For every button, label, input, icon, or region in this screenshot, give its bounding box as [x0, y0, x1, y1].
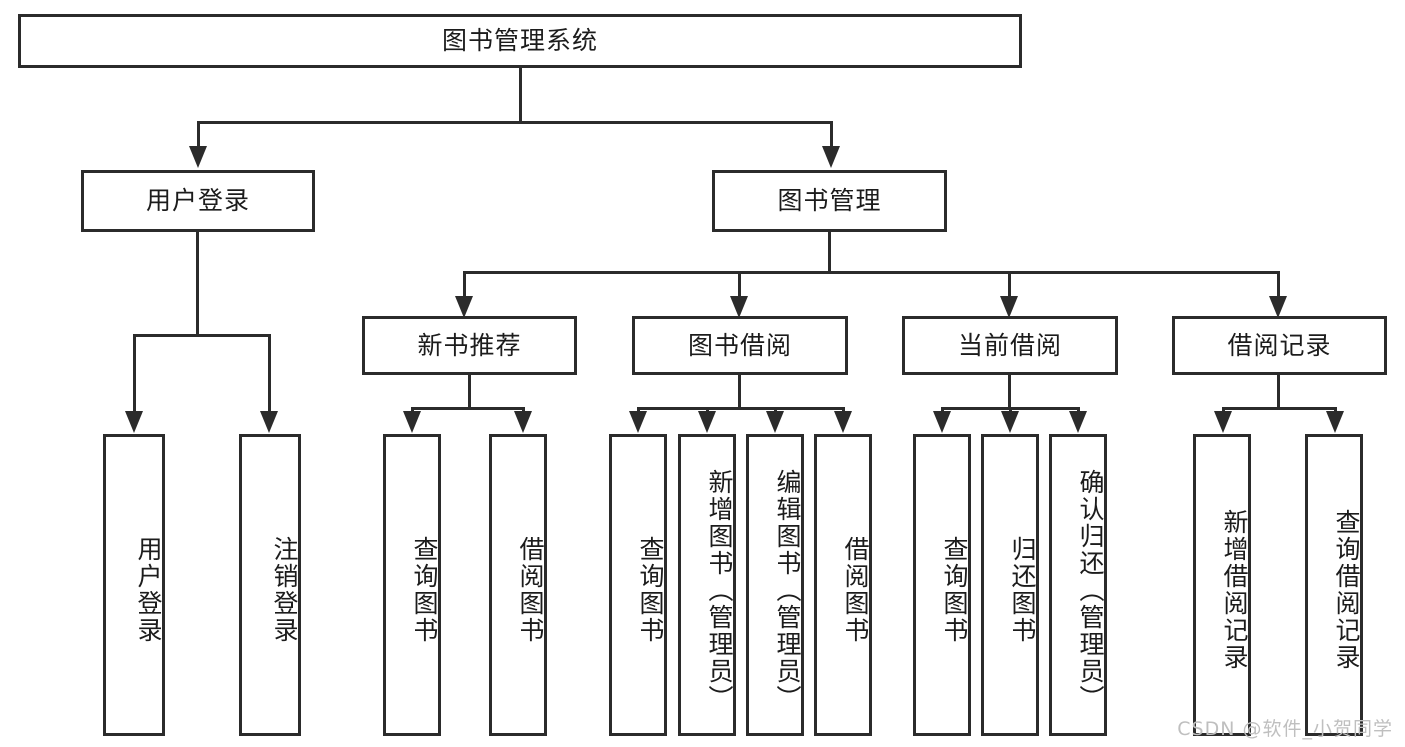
edge-bm-to-new-book: [463, 271, 466, 297]
node-label: 归还图书: [1008, 536, 1037, 644]
node-label: 确认归还（管理员）: [1076, 468, 1105, 712]
watermark: CSDN @软件_小贺同学: [1177, 718, 1393, 740]
node-label: 查询图书: [636, 536, 665, 644]
node-label: 图书管理系统: [441, 26, 598, 56]
leaf-book-borrow-3[interactable]: 编辑图书（管理员）: [746, 434, 804, 736]
arrow-bm-to-new-book: [455, 296, 473, 318]
edge-cb-stem: [1008, 375, 1011, 407]
arrow-br-to-leaf-1: [1214, 411, 1232, 433]
edge-nbr-stem: [468, 375, 471, 407]
edge-bb-to-leaf-4: [842, 407, 845, 413]
arrow-cb-to-leaf-2: [1001, 411, 1019, 433]
node-label: 新增借阅记录: [1220, 509, 1249, 671]
leaf-new-book-recommend-2[interactable]: 借阅图书: [489, 434, 547, 736]
edge-br-to-leaf-2: [1334, 407, 1337, 413]
node-label: 新增图书（管理员）: [705, 468, 734, 712]
edge-bb-to-leaf-3: [774, 407, 777, 413]
arrow-nbr-to-leaf-1: [403, 411, 421, 433]
leaf-borrow-record-2[interactable]: 查询借阅记录: [1305, 434, 1363, 736]
edge-user-login-stem: [196, 232, 199, 334]
edge-cb-to-leaf-1: [941, 407, 944, 413]
leaf-user-login-2[interactable]: 注销登录: [239, 434, 301, 736]
node-label: 查询图书: [410, 536, 439, 644]
arrow-root-to-user-login: [189, 146, 207, 168]
arrow-bm-to-current-borrow: [1000, 296, 1018, 318]
node-label: 借阅记录: [1227, 330, 1332, 360]
edge-user-login-to-leaf-2: [268, 334, 271, 412]
edge-bm-to-book-borrow: [738, 271, 741, 297]
arrow-bm-to-borrow-record: [1269, 296, 1287, 318]
edge-user-login-bar: [133, 334, 270, 337]
node-root-book-management-system[interactable]: 图书管理系统: [18, 14, 1022, 68]
node-label: 用户登录: [145, 186, 250, 216]
arrow-bb-to-leaf-2: [698, 411, 716, 433]
edge-root-bar: [197, 121, 833, 124]
edge-nbr-bar: [411, 407, 525, 410]
edge-bb-bar: [637, 407, 845, 410]
arrow-cb-to-leaf-1: [933, 411, 951, 433]
node-label: 编辑图书（管理员）: [773, 468, 802, 712]
edge-bb-to-leaf-1: [637, 407, 640, 413]
node-label: 当前借阅: [957, 330, 1062, 360]
edge-br-bar: [1222, 407, 1337, 410]
edge-user-login-to-leaf-1: [133, 334, 136, 412]
arrow-user-login-to-leaf-2: [260, 411, 278, 433]
arrow-bb-to-leaf-3: [766, 411, 784, 433]
leaf-current-borrow-3[interactable]: 确认归还（管理员）: [1049, 434, 1107, 736]
edge-book-management-bar: [463, 271, 1280, 274]
edge-bm-to-current-borrow: [1008, 271, 1011, 297]
leaf-user-login-1[interactable]: 用户登录: [103, 434, 165, 736]
leaf-new-book-recommend-1[interactable]: 查询图书: [383, 434, 441, 736]
node-label: 借阅图书: [841, 536, 870, 644]
leaf-current-borrow-1[interactable]: 查询图书: [913, 434, 971, 736]
node-label: 用户登录: [134, 536, 163, 644]
edge-bm-to-borrow-record: [1277, 271, 1280, 297]
arrow-bb-to-leaf-4: [834, 411, 852, 433]
edge-br-stem: [1277, 375, 1280, 407]
leaf-book-borrow-4[interactable]: 借阅图书: [814, 434, 872, 736]
leaf-book-borrow-2[interactable]: 新增图书（管理员）: [678, 434, 736, 736]
edge-bb-to-leaf-2: [706, 407, 709, 413]
arrow-cb-to-leaf-3: [1069, 411, 1087, 433]
edge-nbr-to-leaf-1: [411, 407, 414, 413]
node-new-book-recommend[interactable]: 新书推荐: [362, 316, 577, 375]
edge-nbr-to-leaf-2: [522, 407, 525, 413]
node-label: 查询图书: [940, 536, 969, 644]
arrow-root-to-book-management: [822, 146, 840, 168]
node-user-login[interactable]: 用户登录: [81, 170, 315, 232]
arrow-bm-to-book-borrow: [730, 296, 748, 318]
edge-root-to-user-login: [197, 121, 200, 147]
edge-book-management-stem: [828, 232, 831, 271]
leaf-current-borrow-2[interactable]: 归还图书: [981, 434, 1039, 736]
edge-cb-to-leaf-3: [1077, 407, 1080, 413]
leaf-borrow-record-1[interactable]: 新增借阅记录: [1193, 434, 1251, 736]
edge-bb-stem: [738, 375, 741, 407]
leaf-book-borrow-1[interactable]: 查询图书: [609, 434, 667, 736]
edge-cb-to-leaf-2: [1009, 407, 1012, 413]
edge-root-to-book-management: [830, 121, 833, 147]
arrow-bb-to-leaf-1: [629, 411, 647, 433]
node-label: 查询借阅记录: [1332, 509, 1361, 671]
node-current-borrow[interactable]: 当前借阅: [902, 316, 1118, 375]
node-label: 图书管理: [777, 186, 882, 216]
arrow-nbr-to-leaf-2: [514, 411, 532, 433]
node-label: 借阅图书: [516, 536, 545, 644]
arrow-user-login-to-leaf-1: [125, 411, 143, 433]
node-book-borrow[interactable]: 图书借阅: [632, 316, 848, 375]
node-label: 图书借阅: [687, 330, 792, 360]
node-label: 新书推荐: [417, 330, 522, 360]
edge-br-to-leaf-1: [1222, 407, 1225, 413]
node-book-management[interactable]: 图书管理: [712, 170, 947, 232]
node-borrow-record[interactable]: 借阅记录: [1172, 316, 1387, 375]
edge-root-stem: [519, 68, 522, 121]
node-label: 注销登录: [270, 536, 299, 644]
arrow-br-to-leaf-2: [1326, 411, 1344, 433]
